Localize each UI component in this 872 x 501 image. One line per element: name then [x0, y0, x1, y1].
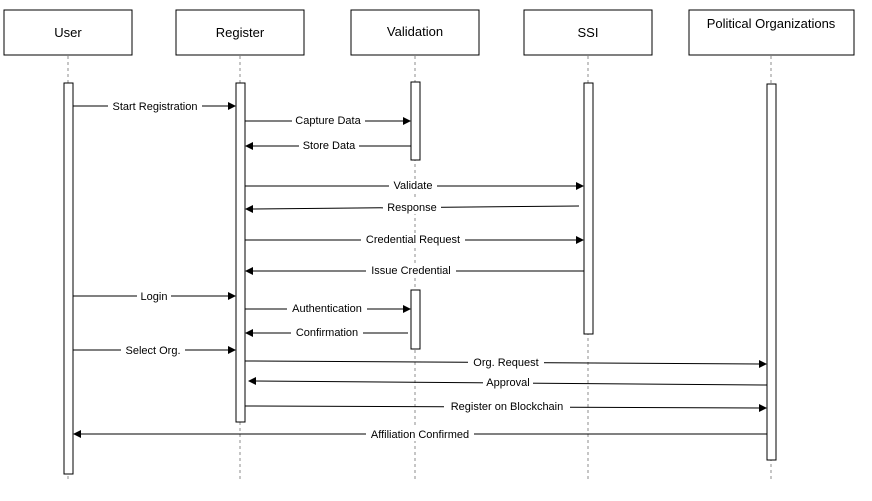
message-response: Response — [245, 200, 580, 214]
message-label: Approval — [486, 377, 529, 389]
arrowhead-icon — [759, 360, 767, 368]
message-issue-credential: Issue Credential — [245, 264, 584, 278]
message-select-org: Select Org. — [73, 343, 236, 357]
message-label: Affiliation Confirmed — [371, 429, 469, 441]
activation-register — [235, 82, 246, 423]
arrowhead-icon — [228, 292, 236, 300]
activation-validation-1 — [410, 81, 421, 161]
activation-user — [63, 82, 74, 475]
arrowhead-icon — [245, 142, 253, 150]
arrowhead-icon — [403, 117, 411, 125]
participant-political: Political Organizations — [688, 9, 855, 56]
participant-register: Register — [175, 9, 305, 56]
arrowhead-icon — [228, 102, 236, 110]
participant-label-ssi: SSI — [578, 25, 599, 40]
message-label: Register on Blockchain — [451, 401, 564, 413]
message-validate: Validate — [245, 179, 584, 193]
message-label: Authentication — [292, 303, 362, 315]
message-confirmation: Confirmation — [245, 326, 408, 340]
message-approval: Approval — [248, 376, 768, 390]
message-label: Issue Credential — [371, 265, 451, 277]
message-authentication: Authentication — [245, 302, 411, 316]
arrowhead-icon — [576, 182, 584, 190]
message-register-on-blockchain: Register on Blockchain — [244, 399, 767, 413]
message-start-registration: Start Registration — [73, 99, 236, 113]
arrowhead-icon — [245, 329, 253, 337]
message-label: Org. Request — [473, 357, 538, 369]
arrowhead-icon — [245, 205, 253, 213]
message-label: Capture Data — [295, 115, 361, 127]
participant-ssi: SSI — [523, 9, 653, 56]
participant-label-user: User — [54, 25, 82, 40]
message-affiliation-confirmed: Affiliation Confirmed — [73, 427, 767, 441]
arrowhead-icon — [245, 267, 253, 275]
message-login: Login — [73, 289, 236, 303]
participant-user: User — [3, 9, 133, 56]
message-label: Store Data — [303, 140, 356, 152]
arrowhead-icon — [73, 430, 81, 438]
message-store-data: Store Data — [245, 139, 411, 153]
participant-label-validation: Validation — [387, 24, 443, 39]
participant-validation: Validation — [350, 9, 480, 56]
message-capture-data: Capture Data — [245, 114, 411, 128]
message-credential-request: Credential Request — [245, 233, 584, 247]
arrowhead-icon — [576, 236, 584, 244]
activation-validation-2 — [410, 289, 421, 350]
message-org-request: Org. Request — [244, 355, 767, 369]
message-label: Start Registration — [113, 101, 198, 113]
arrowhead-icon — [759, 404, 767, 412]
message-label: Credential Request — [366, 234, 460, 246]
arrowhead-icon — [403, 305, 411, 313]
message-label: Login — [141, 291, 168, 303]
message-label: Confirmation — [296, 327, 358, 339]
activation-ssi — [583, 82, 594, 335]
participant-label-register: Register — [216, 25, 265, 40]
arrowhead-icon — [248, 377, 256, 385]
participant-label-political: Political Organizations — [707, 16, 836, 31]
arrowhead-icon — [228, 346, 236, 354]
activation-political — [766, 83, 777, 461]
message-label: Response — [387, 202, 437, 214]
message-label: Validate — [394, 180, 433, 192]
message-label: Select Org. — [125, 345, 180, 357]
